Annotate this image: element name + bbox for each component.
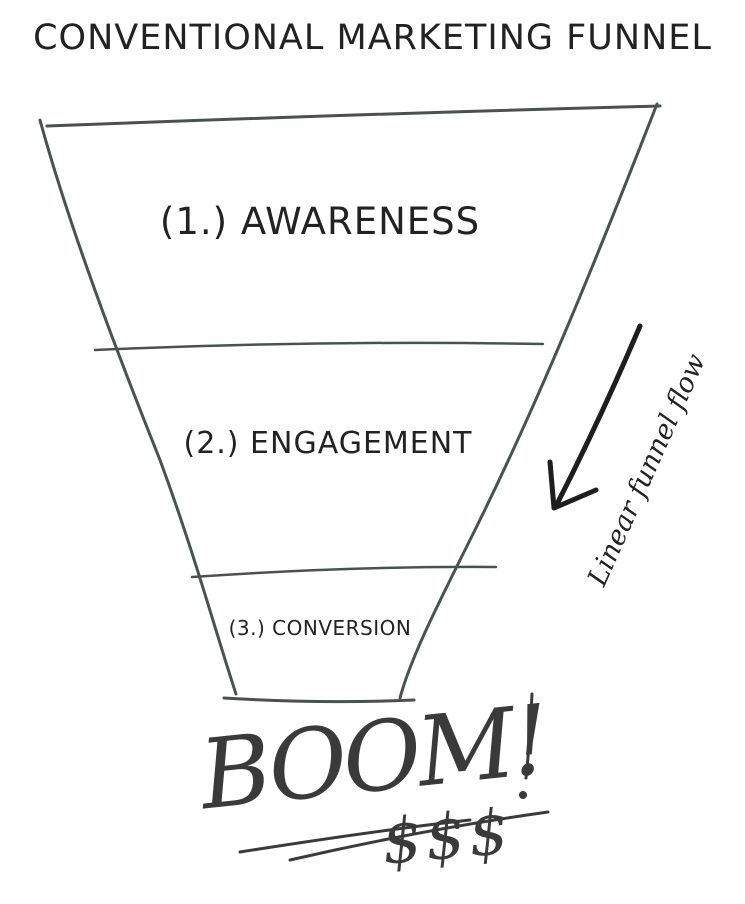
money-symbols: $$$ [379, 794, 516, 879]
flow-arrow [547, 323, 643, 511]
stage-engagement-label: (2.) ENGAGEMENT [183, 426, 473, 461]
stage-dividers [93, 341, 545, 579]
exclamation-dot [519, 791, 527, 799]
boom-strikes [238, 692, 550, 862]
exclamation-stroke [524, 692, 534, 780]
boom-underline-stroke [238, 818, 472, 854]
flow-arrow-head [547, 459, 599, 511]
divider-engagement-conversion [190, 565, 498, 579]
funnel-outline [38, 102, 662, 704]
funnel-top-rim [45, 104, 662, 128]
funnel-bottom-rim [222, 696, 416, 704]
funnel-right-side [398, 102, 659, 700]
stage-conversion-label: (3.) CONVERSION [228, 616, 412, 640]
funnel-left-side [38, 118, 238, 696]
stage-awareness-label: (1.) AWARENESS [159, 200, 481, 243]
diagram-title: CONVENTIONAL MARKETING FUNNEL [33, 18, 712, 58]
flow-arrow-shaft [553, 323, 643, 509]
divider-awareness-engagement [93, 341, 545, 352]
boom-strike-stroke [288, 810, 550, 862]
